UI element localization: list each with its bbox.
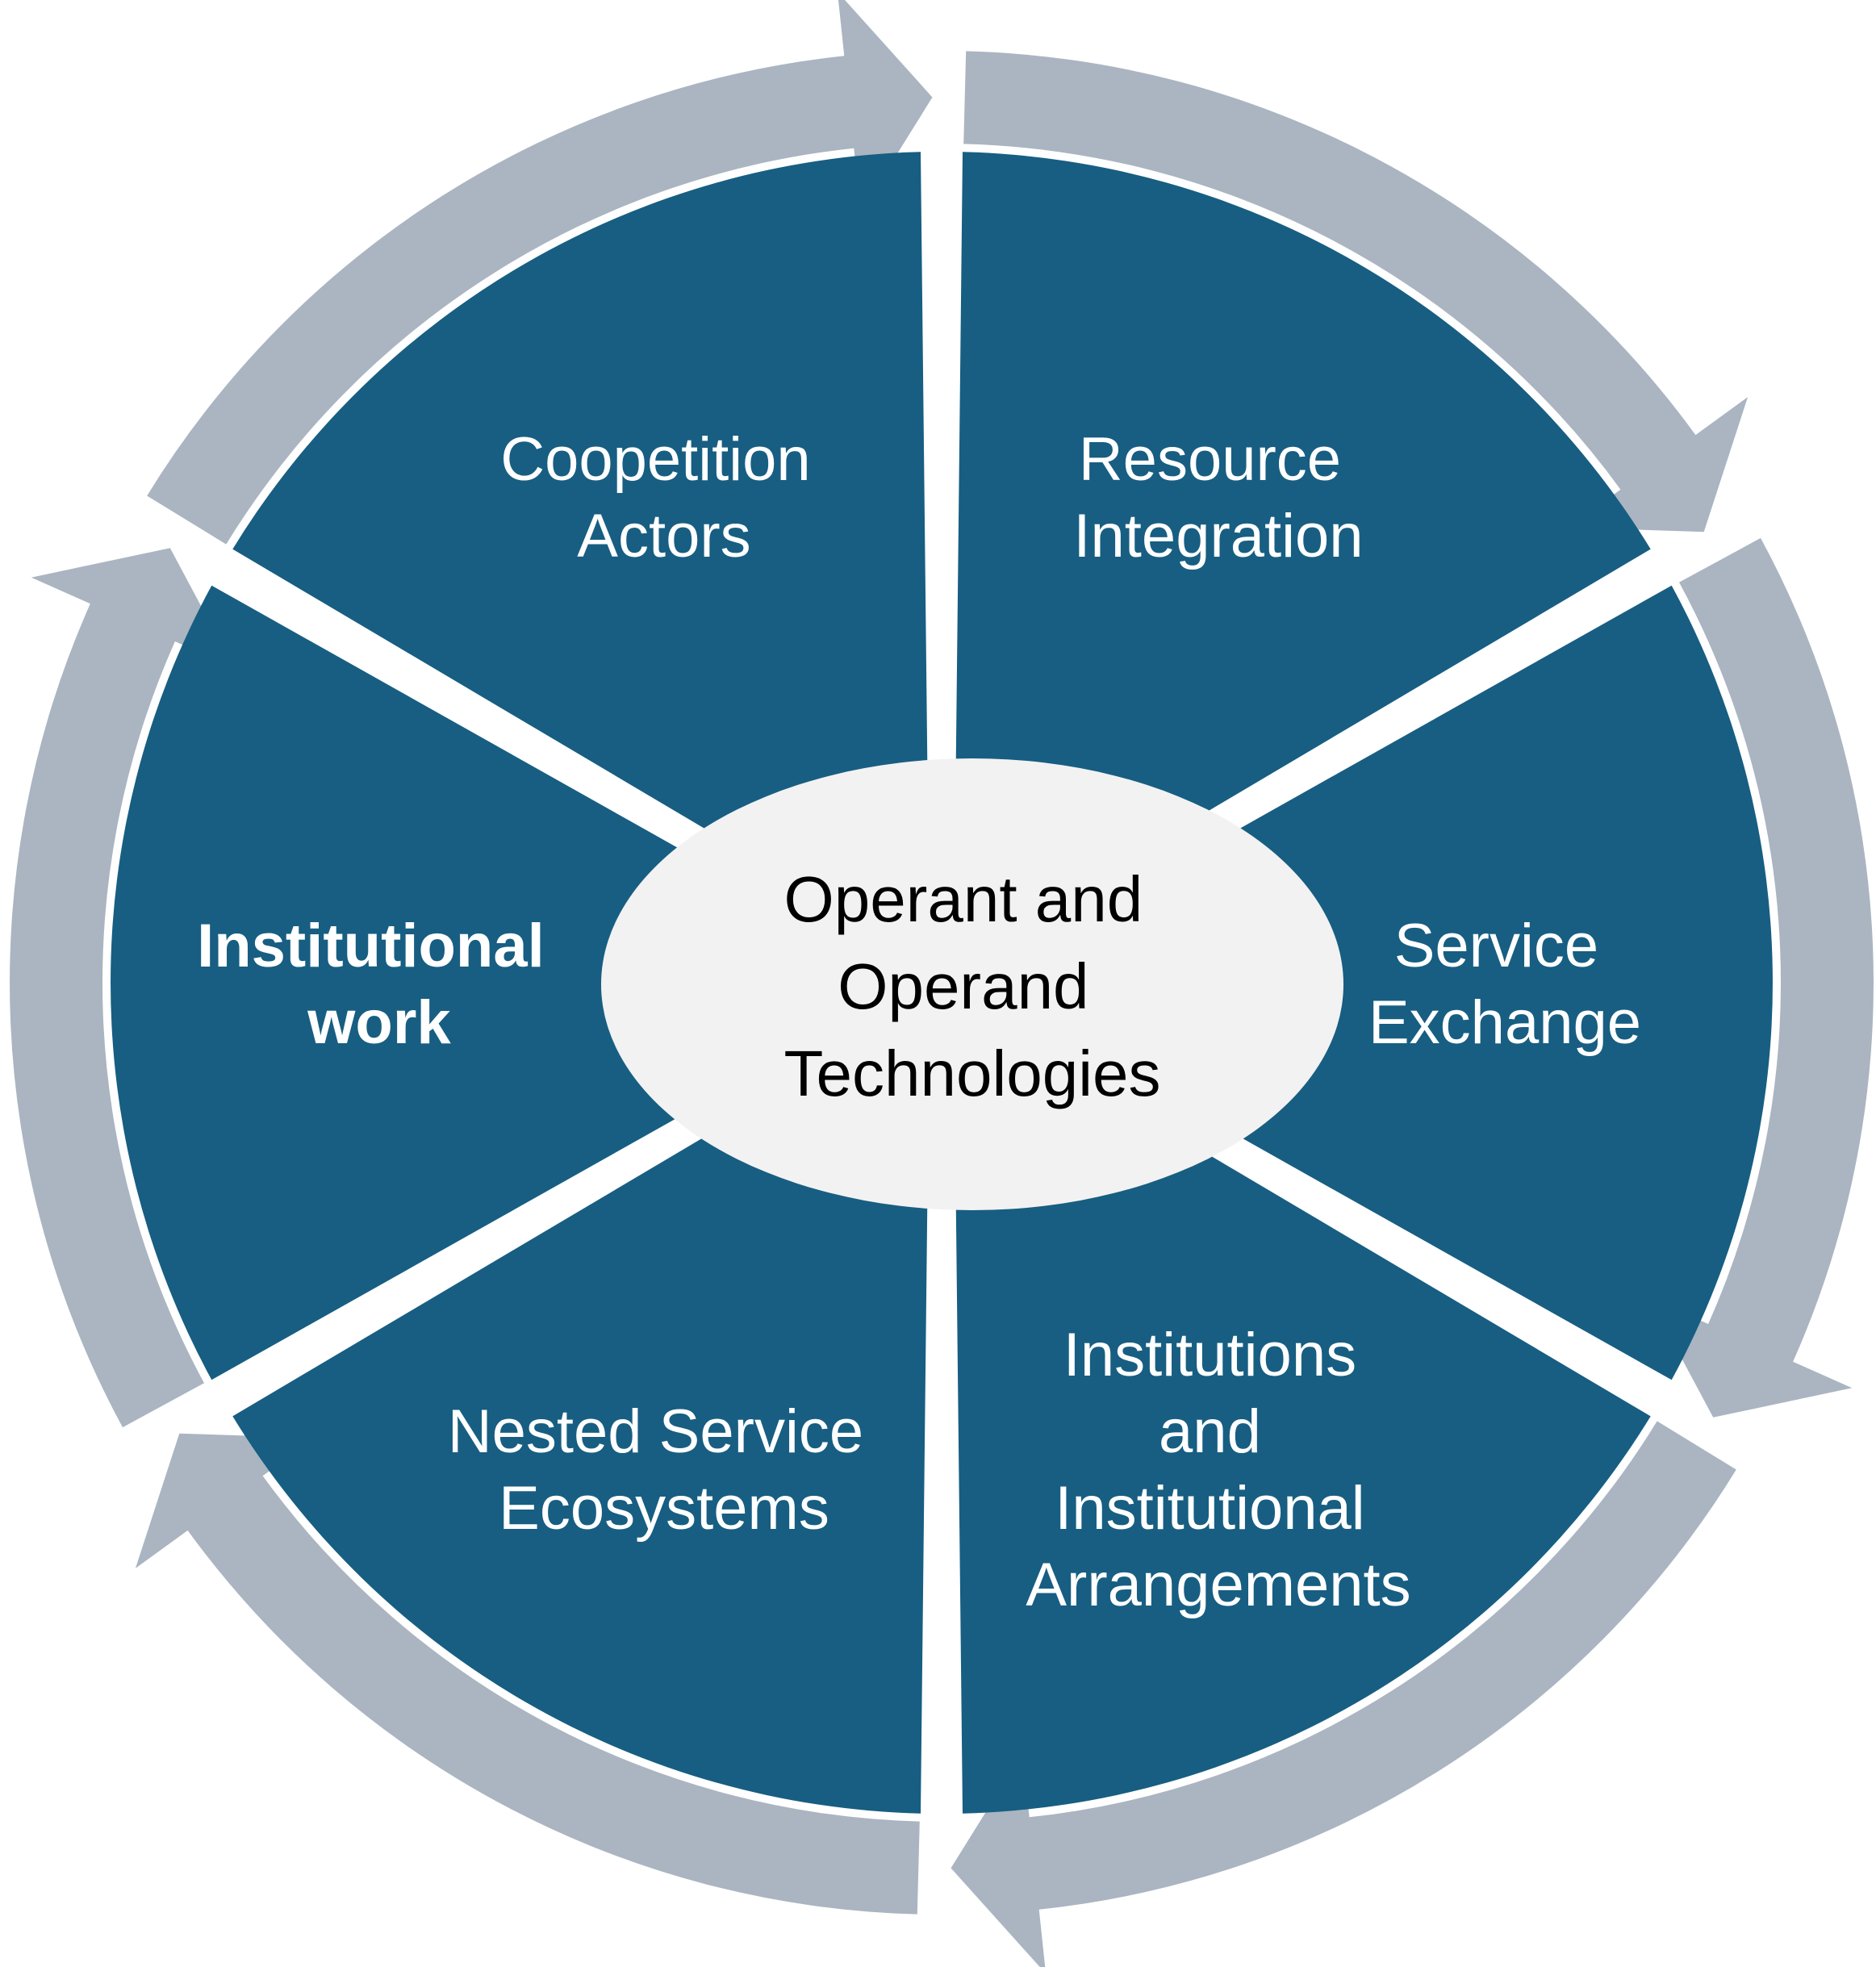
label-line: Actors bbox=[577, 502, 750, 570]
segment-institutional-work bbox=[232, 152, 930, 963]
center-line-2: Operand bbox=[838, 950, 1088, 1022]
label-line: Institutions bbox=[1063, 1321, 1356, 1389]
segment-label-service-exchange: Service Exchange bbox=[1368, 912, 1641, 1057]
label-line: Coopetition bbox=[500, 425, 811, 494]
cycle-arrow-4 bbox=[135, 1433, 920, 1915]
center-line-3: Technologies bbox=[784, 1038, 1161, 1109]
label-line: and bbox=[1159, 1397, 1261, 1466]
cycle-arrow-2 bbox=[1649, 537, 1874, 1418]
cycle-arrow-6 bbox=[147, 0, 933, 545]
cycle-arrows bbox=[10, 0, 1874, 1967]
segment-label-coopetition-actors: Coopetition Actors bbox=[500, 425, 828, 570]
label-line: work bbox=[307, 988, 451, 1057]
segment-label-institutional-work: Institutional work bbox=[197, 912, 562, 1057]
segment-nested-service-ecosystems bbox=[111, 585, 918, 1380]
center-label: Operant and Operand Technologies bbox=[784, 863, 1161, 1109]
segment-service-exchange bbox=[954, 1004, 1651, 1814]
label-line: Ecosystems bbox=[499, 1474, 829, 1543]
label-line: Resource bbox=[1079, 425, 1341, 494]
center-hub: Operant and Operand Technologies bbox=[601, 758, 1343, 1210]
label-line: Service bbox=[1394, 912, 1598, 980]
cycle-arrow-1 bbox=[963, 51, 1749, 532]
wheel-segments bbox=[111, 152, 1773, 1814]
segment-label-nested-service-ecosystems: Nested Service Ecosystems bbox=[448, 1397, 880, 1543]
label-line: Arrangements bbox=[1026, 1551, 1410, 1619]
cycle-arrow-3 bbox=[951, 1421, 1736, 1967]
cycle-arrow-5 bbox=[10, 548, 234, 1428]
center-ellipse bbox=[601, 758, 1343, 1210]
segment-label-institutions: Institutions and Institutional Arrangeme… bbox=[1026, 1321, 1410, 1619]
segment-institutions-and-institutional-arrangements bbox=[232, 1004, 930, 1814]
label-line: Institutional bbox=[1055, 1474, 1364, 1543]
segment-label-resource-integration: Resource Integration bbox=[1073, 425, 1363, 570]
label-line: Integration bbox=[1073, 502, 1363, 570]
label-line: Exchange bbox=[1368, 988, 1641, 1057]
segment-coopetition-actors bbox=[954, 152, 1651, 963]
label-line: Nested Service bbox=[448, 1397, 863, 1466]
label-line: Institutional bbox=[197, 912, 545, 980]
center-line-1: Operant and bbox=[784, 863, 1143, 935]
segment-resource-integration bbox=[966, 585, 1773, 1380]
